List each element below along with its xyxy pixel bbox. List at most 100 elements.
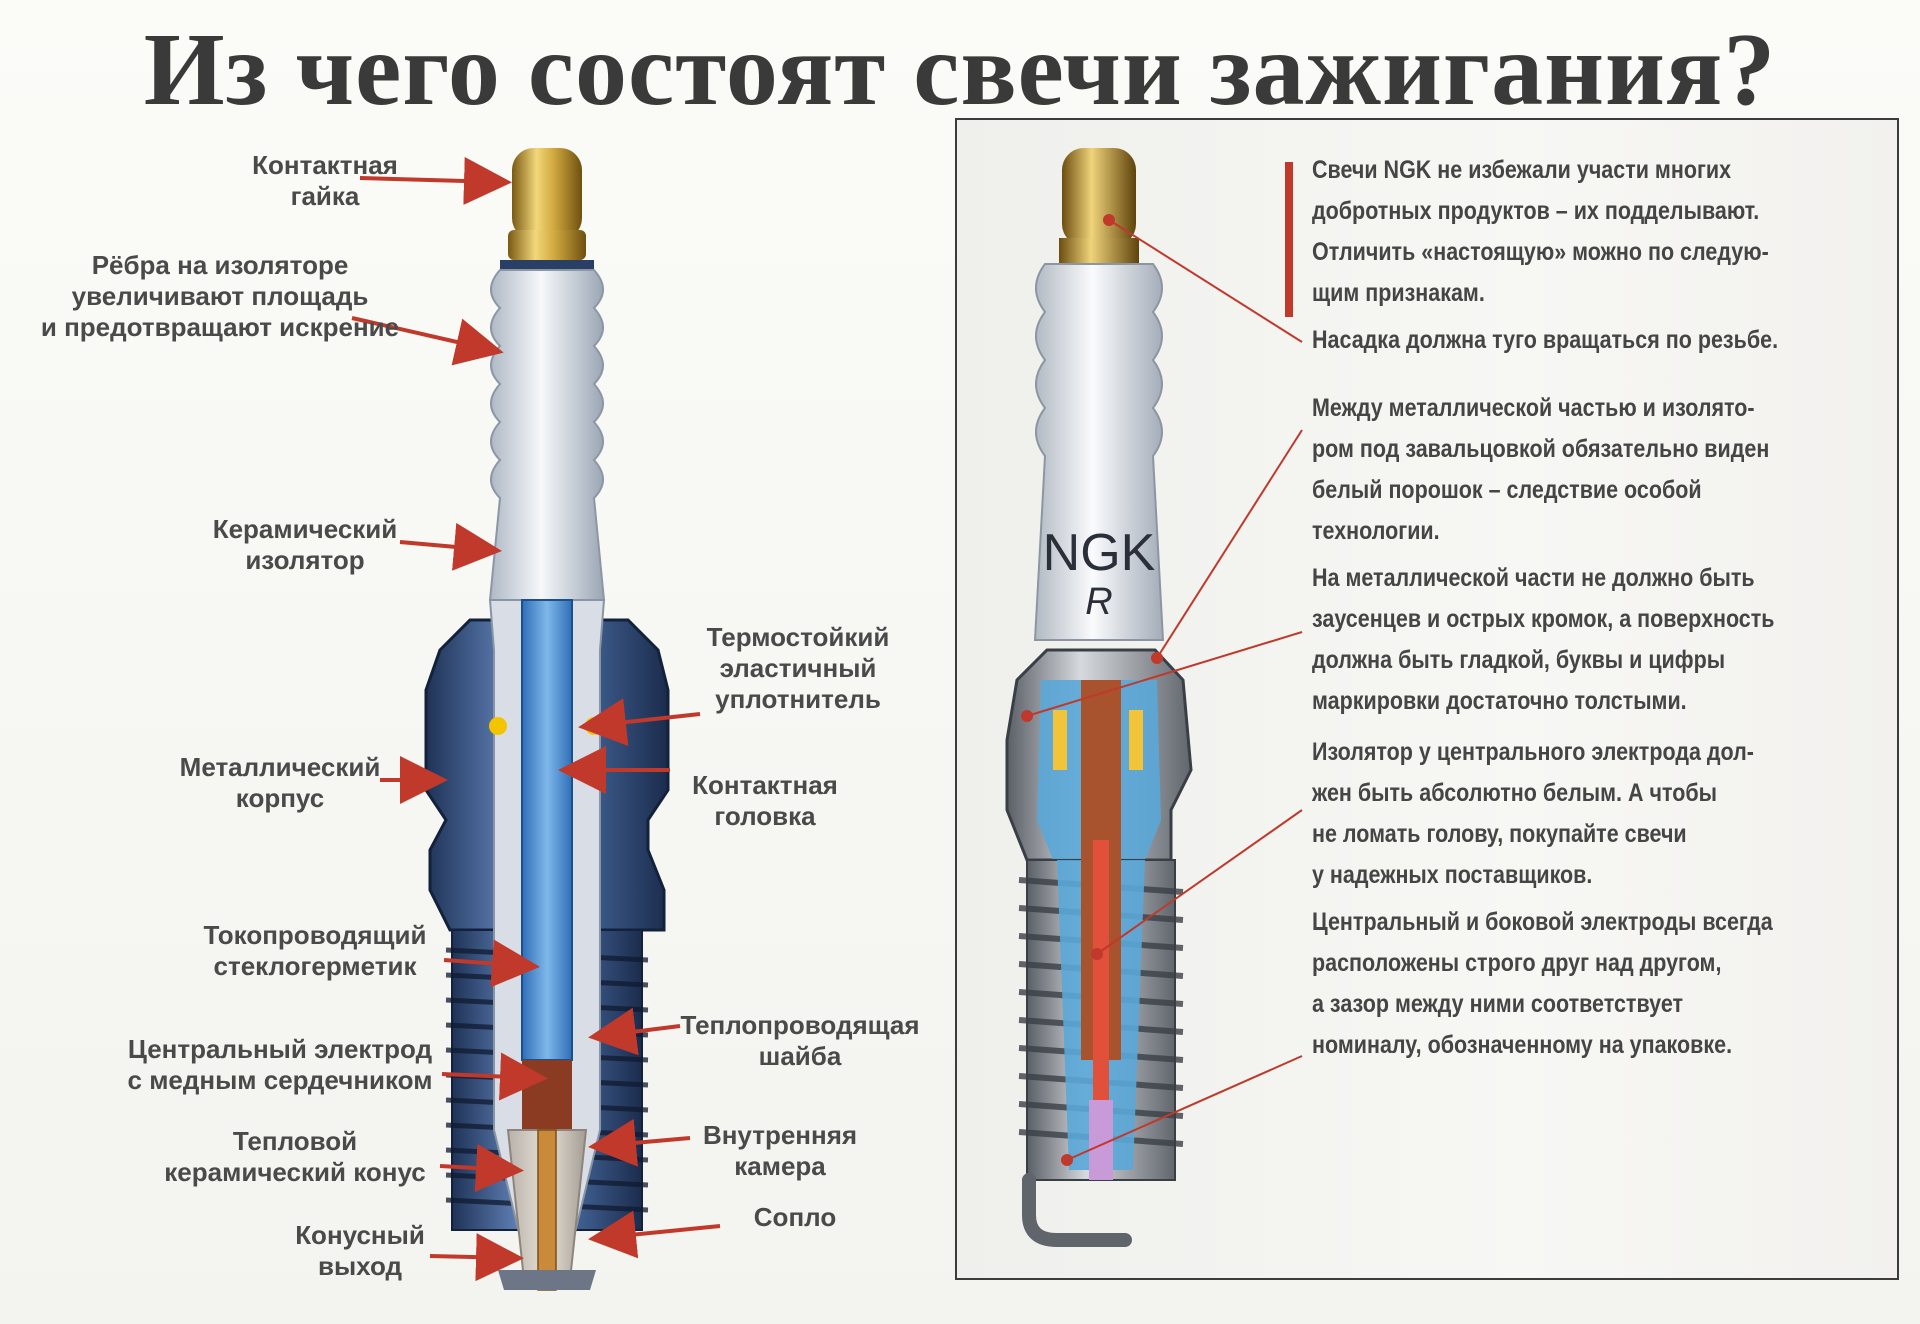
note-line: а зазор между ними соответствует [1312, 990, 1684, 1018]
note-line: ром под завальцовкой обязательно виден [1312, 435, 1770, 463]
arrow-rebra [351, 316, 504, 366]
page-title: Из чего состоят свечи зажигания? [143, 12, 1777, 127]
label-line: Конусный [295, 1220, 425, 1250]
label-line: Тепловой [232, 1126, 358, 1156]
ngk-r-mark: R [1085, 581, 1112, 623]
authenticity-panel: NGK R [955, 118, 1899, 1280]
note-elektrody: Центральный и боковой электроды всегда ра… [1312, 902, 1871, 1066]
intro-accent-bar [1285, 162, 1293, 317]
ngk-brand-mark: NGK [1043, 524, 1156, 582]
label-line: увеличивают площадь [71, 281, 369, 311]
note-line: Центральный и боковой электроды всегда [1312, 908, 1773, 936]
arrow-vnutrennyaya-kamera [588, 1118, 691, 1167]
note-line: щим признакам. [1312, 279, 1485, 307]
leader-izolyator-belyy [1096, 809, 1303, 955]
note-line: добротных продуктов – их подделывают. [1312, 197, 1760, 225]
label-line: Контактная [252, 150, 398, 180]
label-line: Теплопроводящая [680, 1010, 920, 1040]
terminal-nut-shape [512, 148, 582, 240]
center-electrode-shape [537, 1129, 557, 1291]
leader-poroshok [1156, 429, 1303, 659]
leader-nasadka [1108, 219, 1303, 343]
note-line: маркировки достаточно толстыми. [1312, 687, 1687, 715]
label-line: Токопроводящий [203, 920, 427, 950]
label-line: стеклогерметик [213, 951, 417, 981]
arrow-termostoykiy-uplotnitel [578, 698, 701, 746]
note-nasadka: Насадка должна туго вращаться по резьбе. [1312, 320, 1871, 361]
note-line: расположены строго друг над другом, [1312, 949, 1722, 977]
arrow-kontaktnaya-gayka [359, 156, 512, 205]
note-izolyator-belyy: Изолятор у центрального электрода дол-же… [1312, 732, 1871, 896]
leader-elektrody [1066, 1055, 1303, 1161]
arrow-teplovoy-konus [439, 1144, 524, 1192]
arrow-konusnyy-vykhod [429, 1233, 524, 1282]
label-line: Термостойкий [706, 622, 890, 652]
leader-dot-nasadka [1103, 214, 1115, 226]
note-line: не ломать голову, покупайте свечи [1312, 820, 1687, 848]
label-line: и предотвращают искрение [40, 312, 400, 342]
label-line: Керамический [212, 514, 398, 544]
ribbed-insulator-shape [488, 269, 606, 601]
leader-zausentsy [1026, 631, 1303, 717]
spark-plug-cutaway-illustration [351, 148, 721, 1291]
label-line: Контактная [692, 770, 838, 800]
note-line: номиналу, обозначенному на упаковке. [1312, 1031, 1733, 1059]
label-line: Рёбра на изоляторе [91, 250, 349, 280]
note-line: Свечи NGK не избежали участи многих [1312, 156, 1732, 184]
label-soplo: Сопло [720, 1202, 870, 1233]
leader-dot-elektrody [1061, 1154, 1073, 1166]
label-line: уплотнитель [715, 684, 881, 714]
label-line: камера [734, 1151, 826, 1181]
arrow-teploprovodyashchaya-shayba [588, 1007, 681, 1056]
label-line: Центральный электрод [127, 1034, 433, 1064]
note-line: белый порошок – следствие особой [1312, 476, 1702, 504]
leader-dot-zausentsy [1021, 710, 1033, 722]
label-line: Внутренняя [702, 1120, 858, 1150]
arrow-keramicheskiy-izolyator [399, 522, 502, 571]
label-line: эластичный [719, 653, 877, 683]
note-line: Отличить «настоящую» можно по следую- [1312, 238, 1769, 266]
label-line: изолятор [245, 545, 365, 575]
label-line: с медным сердечником [127, 1065, 433, 1095]
note-line: Изолятор у центрального электрода дол- [1312, 738, 1754, 766]
label-line: выход [317, 1251, 403, 1281]
note-line: технологии. [1312, 517, 1440, 545]
label-line: гайка [290, 181, 360, 211]
note-intro: Свечи NGK не избежали участи многих добро… [1312, 150, 1871, 314]
arrow-tokoprovodyashchiy [443, 939, 540, 988]
arrow-soplo [588, 1210, 721, 1259]
label-line: головка [714, 801, 816, 831]
note-line: у надежных поставщиков. [1312, 861, 1593, 889]
label-line: Сопло [753, 1202, 837, 1232]
label-line: Металлический [179, 752, 381, 782]
note-poroshok: Между металлической частью и изолято-ром… [1312, 388, 1871, 552]
label-line: корпус [235, 783, 325, 813]
label-line: керамический конус [164, 1157, 426, 1187]
note-line: заусенцев и острых кромок, а поверхность [1312, 605, 1775, 633]
note-line: должна быть гладкой, буквы и цифры [1312, 646, 1726, 674]
leader-dot-izolyator-belyy [1091, 948, 1103, 960]
note-line: Насадка должна туго вращаться по резьбе. [1312, 326, 1779, 354]
ngk-plug-illustration: NGK R [1005, 148, 1303, 1247]
leader-dot-poroshok [1151, 652, 1163, 664]
terminal-rod-shape [521, 599, 573, 1061]
note-zausentsy: На металлической части не должно быть зау… [1312, 558, 1871, 722]
label-line: шайба [758, 1041, 842, 1071]
note-line: жен быть абсолютно белым. А чтобы [1312, 779, 1717, 807]
arrow-tsentralnyy-elektrod [441, 1052, 548, 1101]
note-line: На металлической части не должно быть [1312, 564, 1755, 592]
